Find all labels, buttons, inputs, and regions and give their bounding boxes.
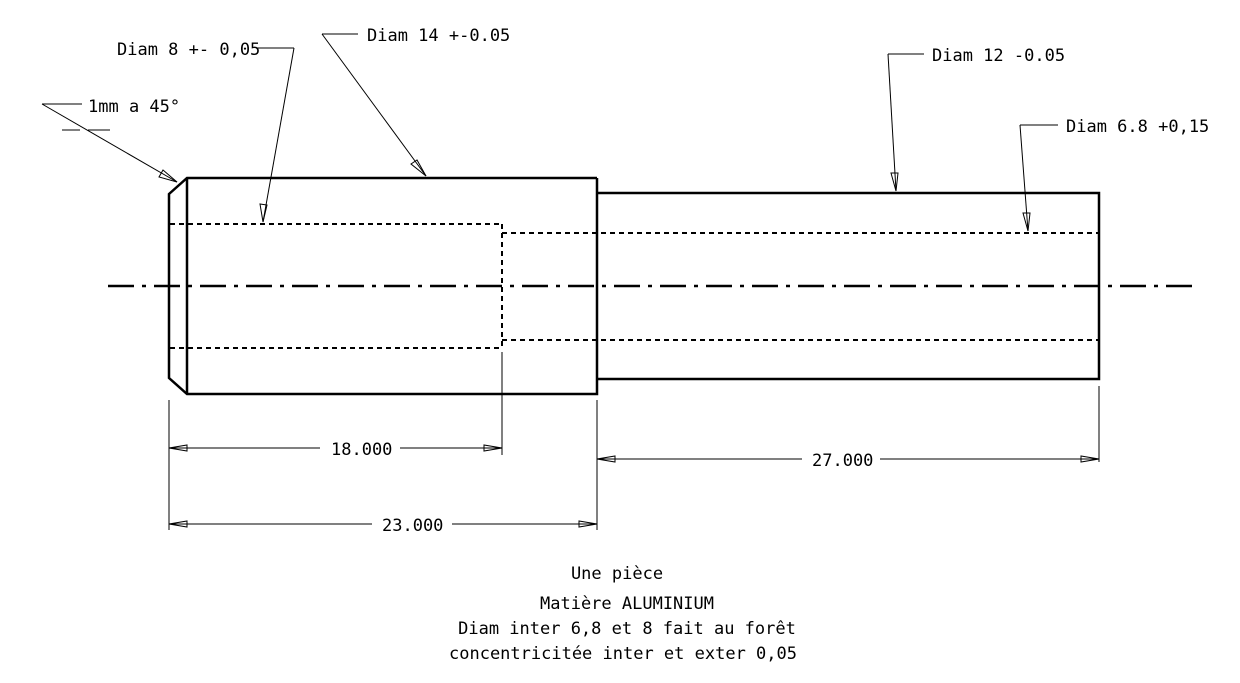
diam8-leader [262, 47, 295, 223]
diam8-label: Diam 8 +- 0,05 [117, 40, 260, 60]
diam12-arrow [890, 172, 899, 192]
dim27-text: 27.000 [812, 451, 873, 471]
dim27-arrow-left [596, 455, 616, 463]
leader-diam68: Diam 6.8 +0,15 [1019, 117, 1209, 232]
dim23-arrow-left [168, 520, 188, 528]
leader-diam12: Diam 12 -0.05 [887, 46, 1065, 192]
note-line-2: Matière ALUMINIUM [540, 594, 714, 614]
dim23-text: 23.000 [382, 516, 443, 536]
dimension-18: 18.000 [168, 440, 503, 460]
dim18-arrow-left [168, 444, 188, 452]
hidden-bores [170, 223, 1098, 349]
dim18-text: 18.000 [331, 440, 392, 460]
diam68-label: Diam 6.8 +0,15 [1066, 117, 1209, 137]
dim23-arrow-right [578, 520, 598, 528]
chamfer-label: 1mm a 45° [88, 97, 180, 117]
diam68-arrow [1022, 212, 1031, 232]
chamfer-leader [41, 103, 178, 183]
dim27-arrow-right [1080, 455, 1100, 463]
chamfer-arrow [158, 169, 178, 183]
diam14-leader [321, 33, 427, 177]
dimension-27: 27.000 [596, 451, 1100, 471]
diam14-label: Diam 14 +-0.05 [367, 26, 510, 46]
leader-diam14: Diam 14 +-0.05 [321, 26, 510, 177]
note-line-1: Une pièce [571, 564, 663, 584]
extension-lines [168, 352, 1100, 530]
diam8-arrow [259, 203, 268, 223]
notes-block: Une pièce Matière ALUMINIUM Diam inter 6… [449, 564, 797, 664]
diam12-leader [887, 53, 897, 192]
note-line-4: concentricitée inter et exter 0,05 [449, 644, 797, 664]
dim18-arrow-right [483, 444, 503, 452]
leader-diam8: Diam 8 +- 0,05 [117, 40, 295, 223]
leader-chamfer: 1mm a 45° [41, 97, 180, 183]
note-line-3: Diam inter 6,8 et 8 fait au forêt [458, 619, 796, 639]
dimension-23: 23.000 [168, 516, 598, 536]
diam14-arrow [410, 159, 427, 177]
diam12-label: Diam 12 -0.05 [932, 46, 1065, 66]
